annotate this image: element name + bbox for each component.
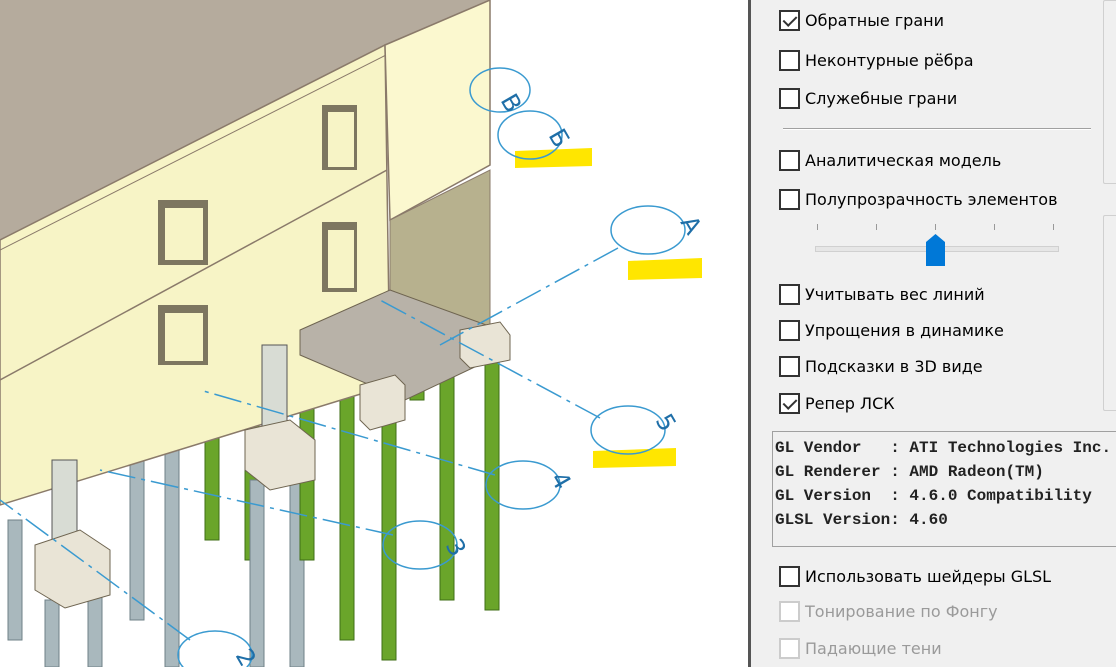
option-checkbox[interactable]: Служебные грани	[779, 87, 957, 109]
side-wall	[384, 0, 491, 222]
checkbox-unchecked[interactable]	[779, 87, 800, 109]
grid-axis-label: В	[495, 89, 527, 117]
grid-line	[99, 469, 394, 536]
transparency-slider[interactable]	[811, 222, 1061, 266]
checkbox-unchecked	[779, 600, 800, 622]
checkbox-label: Аналитическая модель	[805, 150, 1002, 170]
checkbox-unchecked[interactable]	[779, 565, 800, 587]
checkbox-label: Упрощения в динамике	[805, 320, 1004, 340]
grid-axis-label: 4	[545, 467, 577, 494]
grid-axis-label: А	[675, 211, 708, 240]
checkbox-unchecked[interactable]	[779, 188, 800, 210]
checkbox-unchecked	[779, 637, 800, 659]
gl-info-box[interactable]: GL Vendor : ATI Technologies Inc. GL Rend…	[772, 431, 1116, 547]
slider-tick	[876, 224, 877, 230]
group-box	[1103, 0, 1116, 184]
checkbox-label: Полупрозрачность элементов	[805, 189, 1058, 209]
option-checkbox[interactable]: Использовать шейдеры GLSL	[779, 565, 1051, 587]
group-box	[1103, 215, 1116, 411]
slider-tick	[1053, 224, 1054, 230]
grid-line	[379, 299, 601, 419]
grid-axis-bubble	[497, 110, 563, 160]
pile	[249, 479, 265, 667]
option-checkbox[interactable]: Репер ЛСК	[779, 392, 895, 414]
pile	[44, 599, 60, 667]
option-checkbox: Падающие тени	[779, 637, 942, 659]
grid-axis-bubble	[590, 405, 666, 455]
option-checkbox[interactable]: Неконтурные рёбра	[779, 49, 974, 71]
option-checkbox[interactable]: Обратные грани	[779, 9, 944, 31]
checkbox-label: Тонирование по Фонгу	[805, 601, 998, 621]
gl-info-line: GL Renderer : AMD Radeon(TM)	[775, 463, 1044, 481]
gl-info-line: GL Version : 4.6.0 Compatibility	[775, 487, 1092, 505]
option-checkbox[interactable]: Упрощения в динамике	[779, 319, 1004, 341]
option-checkbox[interactable]: Полупрозрачность элементов	[779, 188, 1058, 210]
checkbox-label: Неконтурные рёбра	[805, 50, 974, 70]
option-checkbox[interactable]: Аналитическая модель	[779, 149, 1001, 171]
pile	[484, 354, 500, 611]
checkbox-label: Служебные грани	[805, 88, 958, 108]
gl-info-line: GL Vendor : ATI Technologies Inc.	[775, 439, 1112, 457]
grid-axis-bubble	[177, 630, 253, 667]
checkbox-label: Использовать шейдеры GLSL	[805, 566, 1052, 586]
grid-line	[439, 247, 619, 346]
checkbox-label: Репер ЛСК	[805, 393, 895, 413]
checkbox-label: Учитывать вес линий	[805, 284, 985, 304]
checkbox-label: Подсказки в 3D виде	[805, 356, 983, 376]
grid-line	[0, 499, 191, 641]
pile	[381, 409, 397, 661]
grid-axis-bubble	[485, 460, 561, 510]
roof	[0, 0, 490, 240]
grid-axis-bubble	[469, 67, 531, 113]
grid-axis-label: Б	[543, 124, 575, 152]
yellow-highlight	[593, 448, 676, 468]
grid-axis-bubble	[382, 520, 458, 570]
grid-line	[199, 389, 496, 476]
slider-thumb[interactable]	[926, 234, 945, 266]
checkbox-label: Падающие тени	[805, 638, 942, 658]
pile	[87, 589, 103, 667]
slider-tick	[817, 224, 818, 230]
checkbox-unchecked[interactable]	[779, 319, 800, 341]
checkbox-unchecked[interactable]	[779, 355, 800, 377]
checkbox-checked[interactable]	[779, 9, 800, 31]
option-checkbox[interactable]: Подсказки в 3D виде	[779, 355, 983, 377]
yellow-highlight	[628, 258, 702, 280]
checkbox-label: Обратные грани	[805, 10, 944, 30]
slider-tick	[994, 224, 995, 230]
slider-tick	[935, 224, 936, 230]
checkbox-unchecked[interactable]	[779, 149, 800, 171]
separator	[783, 128, 1091, 130]
checkbox-unchecked[interactable]	[779, 49, 800, 71]
option-checkbox[interactable]: Учитывать вес линий	[779, 283, 985, 305]
gl-info-line: GLSL Version: 4.60	[775, 511, 948, 529]
checkbox-checked[interactable]	[779, 392, 800, 414]
building	[0, 0, 511, 609]
grid-axis-bubble	[610, 205, 686, 255]
pile	[339, 379, 355, 641]
yellow-highlight	[515, 148, 592, 168]
pile	[7, 519, 23, 641]
checkbox-unchecked[interactable]	[779, 283, 800, 305]
option-checkbox: Тонирование по Фонгу	[779, 600, 998, 622]
